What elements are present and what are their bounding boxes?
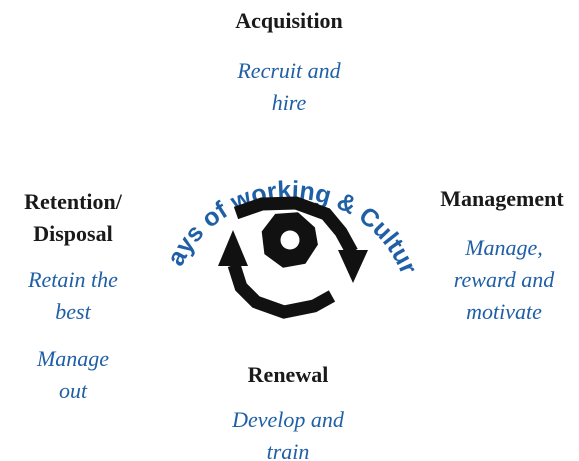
renewal-desc-line-2: train <box>266 439 310 461</box>
acquisition-desc-line-2: hire <box>271 90 307 115</box>
renewal-title: Renewal <box>247 362 329 387</box>
ways-of-working-label: Ways of working & Culture <box>0 0 423 278</box>
arrowhead-down-icon <box>338 250 368 283</box>
renewal-desc-line-1: Develop and <box>232 407 344 432</box>
retention-title-line-1: Retention/ <box>24 189 122 214</box>
acquisition-description: Recruit and hire <box>189 55 389 119</box>
management-desc-line-1: Manage, <box>465 235 543 260</box>
retention-desc2-line-1: Manage <box>36 346 110 371</box>
arrowhead-up-icon <box>218 230 248 266</box>
retention-desc2-line-2: out <box>58 378 88 403</box>
retention-description: Retain the best <box>0 264 146 328</box>
cycle-arrows-icon <box>227 196 358 319</box>
renewal-description: Develop and train <box>188 404 388 461</box>
management-desc-line-2: reward and <box>453 267 555 292</box>
management-description: Manage, reward and motivate <box>424 232 579 328</box>
management-desc-line-3: motivate <box>466 299 542 324</box>
management-title: Management <box>440 186 564 211</box>
retention-description-2: Manage out <box>0 343 146 407</box>
retention-title: Retention/ Disposal <box>0 186 146 250</box>
acquisition-title: Acquisition <box>235 8 343 33</box>
ways-of-working-textpath: Ways of working & Culture <box>0 0 423 278</box>
nut-icon <box>261 212 318 268</box>
retention-desc-line-1: Retain the <box>28 267 118 292</box>
retention-title-line-2: Disposal <box>33 221 113 246</box>
cycle-arrowheads <box>218 230 368 283</box>
retention-desc-line-2: best <box>55 299 91 324</box>
acquisition-desc-line-1: Recruit and <box>237 58 341 83</box>
